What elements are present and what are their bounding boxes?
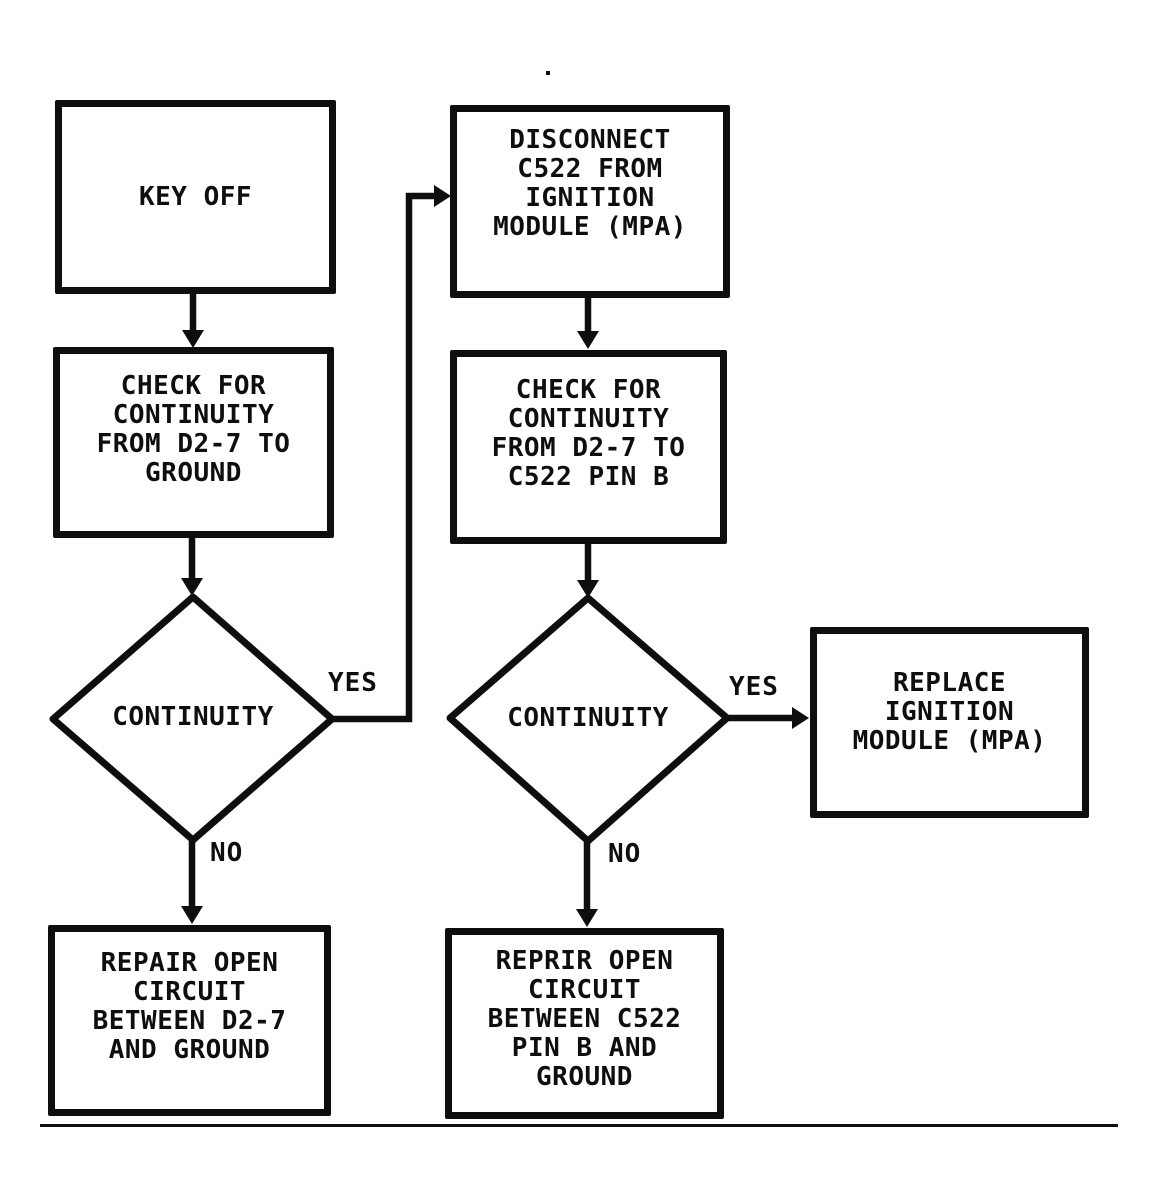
edge-label-yes-right: YES [729,672,779,702]
arrowhead-check-diamond-right [577,580,599,598]
node-check-continuity-pin-b: CHECK FOR CONTINUITY FROM D2-7 TO C522 P… [450,350,727,544]
node-key-off: KEY OFF [55,100,336,294]
node-replace-ignition-module: REPLACE IGNITION MODULE (MPA) [810,627,1089,818]
node-repair-open-circuit-pin-b: REPRIR OPEN CIRCUIT BETWEEN C522 PIN B A… [445,928,724,1119]
edge-label-yes-left: YES [328,668,378,698]
diamond-continuity-left-label: CONTINUITY [112,702,274,732]
arrowhead-no-right [576,909,598,927]
edge-label-no-right: NO [608,839,642,869]
arrowhead-yes-right [792,707,809,729]
bottom-rule [40,1124,1118,1127]
arrowhead-check-diamond-left [181,578,203,596]
diamond-continuity-right-label: CONTINUITY [507,703,669,733]
arrowhead-no-left [181,906,203,924]
arrowhead-keyoff-check [182,330,204,348]
edge-label-no-left: NO [210,838,244,868]
arrowhead-disconnect-check [577,331,599,349]
node-disconnect-c522: DISCONNECT C522 FROM IGNITION MODULE (MP… [450,105,730,298]
ink-speck [546,71,550,75]
connector-yes-left [330,192,436,723]
arrowhead-yes-left [434,185,451,207]
node-repair-open-circuit-ground: REPAIR OPEN CIRCUIT BETWEEN D2-7 AND GRO… [48,925,331,1116]
node-check-continuity-ground: CHECK FOR CONTINUITY FROM D2-7 TO GROUND [53,347,334,538]
